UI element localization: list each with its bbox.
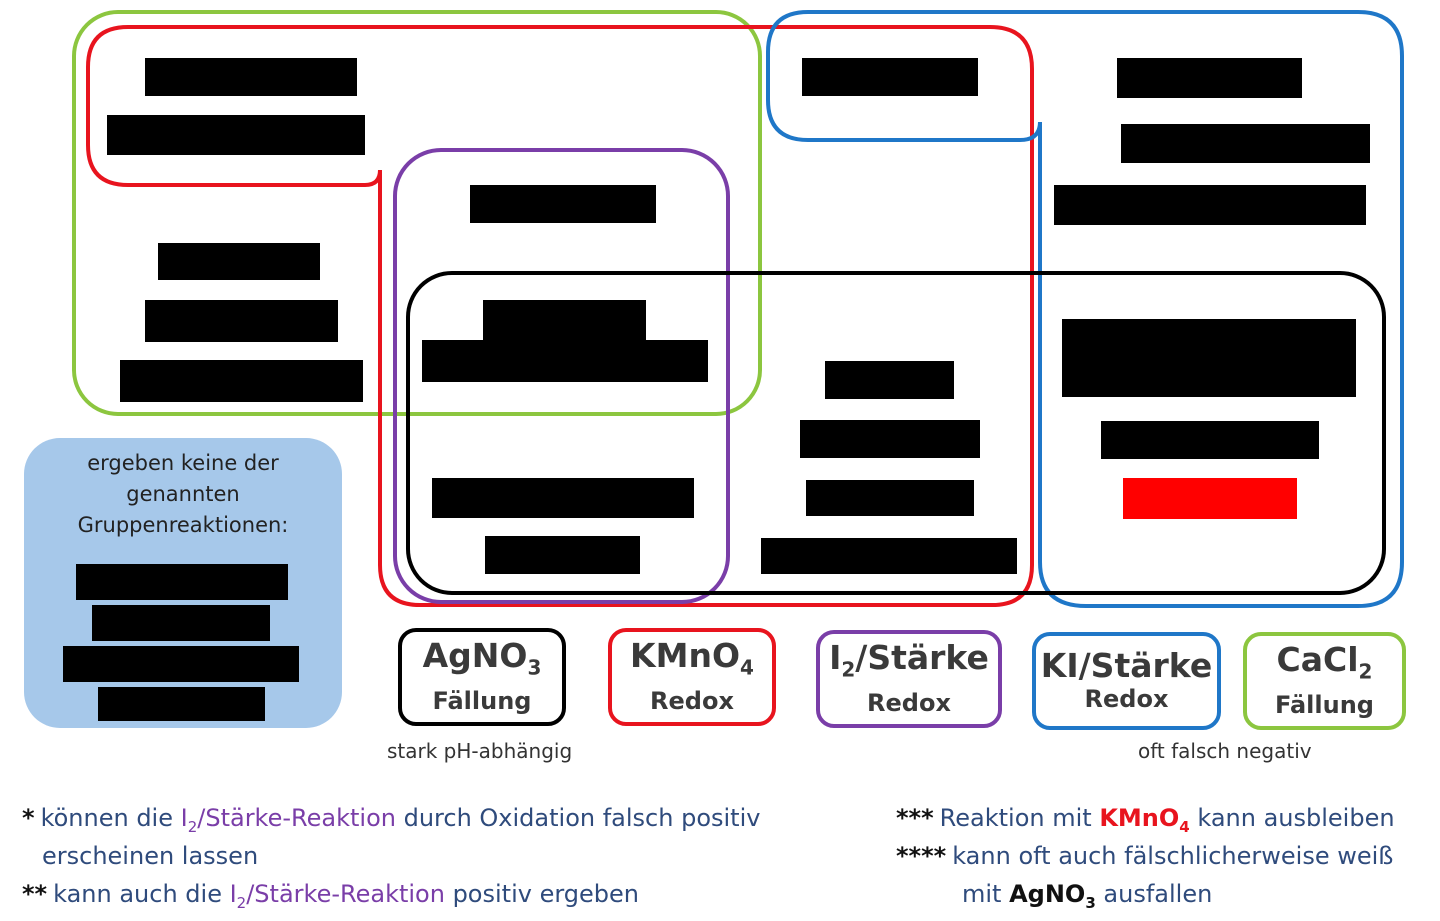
legend-agno3-main: AgNO	[422, 636, 528, 676]
legend-i2-type: Redox	[867, 688, 951, 717]
footnote-4-marker: ****	[896, 842, 947, 870]
legend-agno3-sub: 3	[527, 655, 542, 680]
legend-cacl2-sub: 2	[1358, 659, 1373, 684]
redacted-label	[806, 480, 974, 516]
redacted-label	[76, 564, 288, 600]
redacted-label	[483, 300, 646, 342]
redacted-label	[1121, 124, 1370, 163]
redacted-label	[107, 115, 365, 155]
redacted-label	[145, 58, 357, 96]
legend-i2-sub: 2	[841, 657, 856, 682]
legend-cacl2-type: Fällung	[1275, 690, 1374, 719]
redacted-label	[1062, 319, 1356, 397]
redacted-label	[432, 478, 694, 518]
redacted-label	[92, 605, 270, 641]
redacted-label	[761, 538, 1017, 574]
redacted-label	[98, 687, 265, 721]
legend-ki-note: oft falsch negativ	[1138, 739, 1312, 763]
legend-kmno4-sub: 4	[740, 655, 754, 680]
legend-ki: KI/Stärke Redox	[1032, 632, 1221, 730]
legend-i2-main: I	[829, 638, 842, 678]
footnote-3-marker: ***	[896, 804, 934, 832]
footnote-4: ****kann oft auch fälschlicherweise weiß	[896, 842, 1394, 870]
legend-agno3-type: Fällung	[432, 686, 532, 715]
redacted-label	[422, 340, 708, 382]
region-green-cacl2	[72, 10, 762, 416]
redacted-label	[470, 185, 656, 223]
legend-kmno4-main: KMnO	[630, 636, 741, 676]
footnote-3: ***Reaktion mit KMnO4 kann ausbleiben	[896, 804, 1395, 836]
legend-cacl2: CaCl2 Fällung	[1243, 632, 1406, 730]
no-reaction-text: ergeben keine der genannten Gruppenreakt…	[77, 451, 289, 537]
redacted-label	[1117, 58, 1302, 98]
region-red-kmno4	[86, 25, 1034, 607]
footnote-1-line2: erscheinen lassen	[42, 842, 259, 870]
redacted-label	[63, 646, 299, 682]
redacted-label	[1054, 185, 1366, 225]
legend-kmno4-type: Redox	[650, 686, 734, 715]
redacted-label-red	[1123, 478, 1297, 519]
redacted-label	[825, 361, 954, 399]
legend-kmno4: KMnO4 Redox	[608, 628, 776, 726]
redacted-label	[120, 360, 363, 402]
redacted-label	[485, 536, 640, 574]
footnote-1-marker: *	[22, 804, 35, 832]
footnote-1: *können die I2/Stärke-Reaktion durch Oxi…	[22, 804, 761, 836]
redacted-label	[1101, 421, 1319, 459]
redacted-label	[145, 300, 338, 342]
legend-agno3: AgNO3 Fällung	[398, 628, 566, 726]
redacted-label	[158, 243, 320, 280]
footnote-2: **kann auch die I2/Stärke-Reaktion posit…	[22, 880, 639, 912]
legend-cacl2-main: CaCl	[1276, 640, 1359, 680]
region-blue-ki	[766, 10, 1404, 608]
region-purple-i2	[393, 148, 730, 604]
region-black-agno3	[406, 271, 1386, 595]
footnote-2-marker: **	[22, 880, 48, 908]
redacted-label	[802, 58, 978, 96]
legend-ki-type: Redox	[1084, 685, 1169, 713]
legend-i2: I2/Stärke Redox	[816, 630, 1002, 728]
legend-ki-main: KI/Stärke	[1040, 646, 1213, 685]
redacted-label	[800, 420, 980, 458]
footnote-4-line2: mit AgNO3 ausfallen	[962, 880, 1213, 912]
legend-agno3-note: stark pH-abhängig	[387, 739, 573, 763]
legend-i2-tail: /Stärke	[855, 638, 989, 678]
